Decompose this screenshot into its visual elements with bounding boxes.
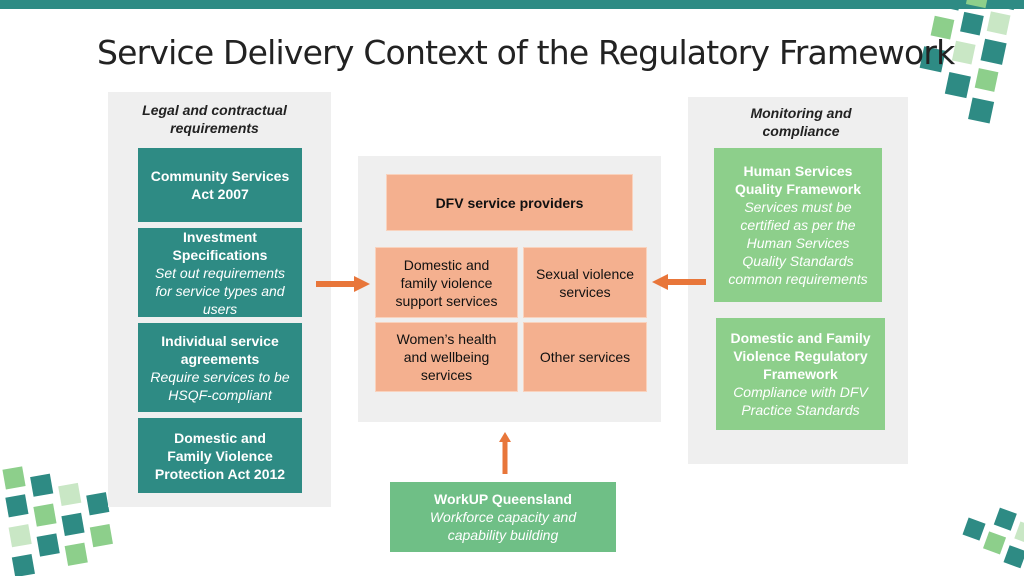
decorative-tile-pattern-bottom-right bbox=[962, 507, 1024, 569]
monitoring-compliance-heading: Monitoring and compliance bbox=[750, 105, 852, 139]
community-services-act-box: Community Services Act 2007 bbox=[138, 148, 302, 222]
dfv-regulatory-framework-box: Domestic and Family Violence Regulatory … bbox=[716, 318, 885, 430]
decorative-tile-pattern-top-right bbox=[919, 0, 1019, 124]
womens-health-services-box: Women’s health and wellbeing services bbox=[375, 322, 518, 392]
other-services-box: Other services bbox=[523, 322, 647, 392]
dfv-support-services-box: Domestic and family violence support ser… bbox=[375, 247, 518, 318]
dfv-protection-act-box: Domestic and Family Violence Protection … bbox=[138, 418, 302, 493]
arrow-right-icon bbox=[316, 276, 370, 292]
arrow-up-icon bbox=[499, 432, 511, 474]
decorative-tile-pattern-bottom-left bbox=[2, 466, 113, 576]
sexual-violence-services-box: Sexual violence services bbox=[523, 247, 647, 318]
legal-requirements-heading: Legal and contractual requirements bbox=[142, 102, 287, 136]
top-accent-bar bbox=[0, 0, 1024, 9]
investment-specifications-box: Investment Specifications Set out requir… bbox=[138, 228, 302, 317]
workup-queensland-box: WorkUP Queensland Workforce capacity and… bbox=[390, 482, 616, 552]
page-title: Service Delivery Context of the Regulato… bbox=[97, 33, 955, 72]
arrow-left-icon bbox=[652, 274, 706, 290]
dfv-service-providers-header: DFV service providers bbox=[386, 174, 633, 231]
individual-service-agreements-box: Individual service agreements Require se… bbox=[138, 323, 302, 412]
human-services-quality-framework-box: Human Services Quality Framework Service… bbox=[714, 148, 882, 302]
